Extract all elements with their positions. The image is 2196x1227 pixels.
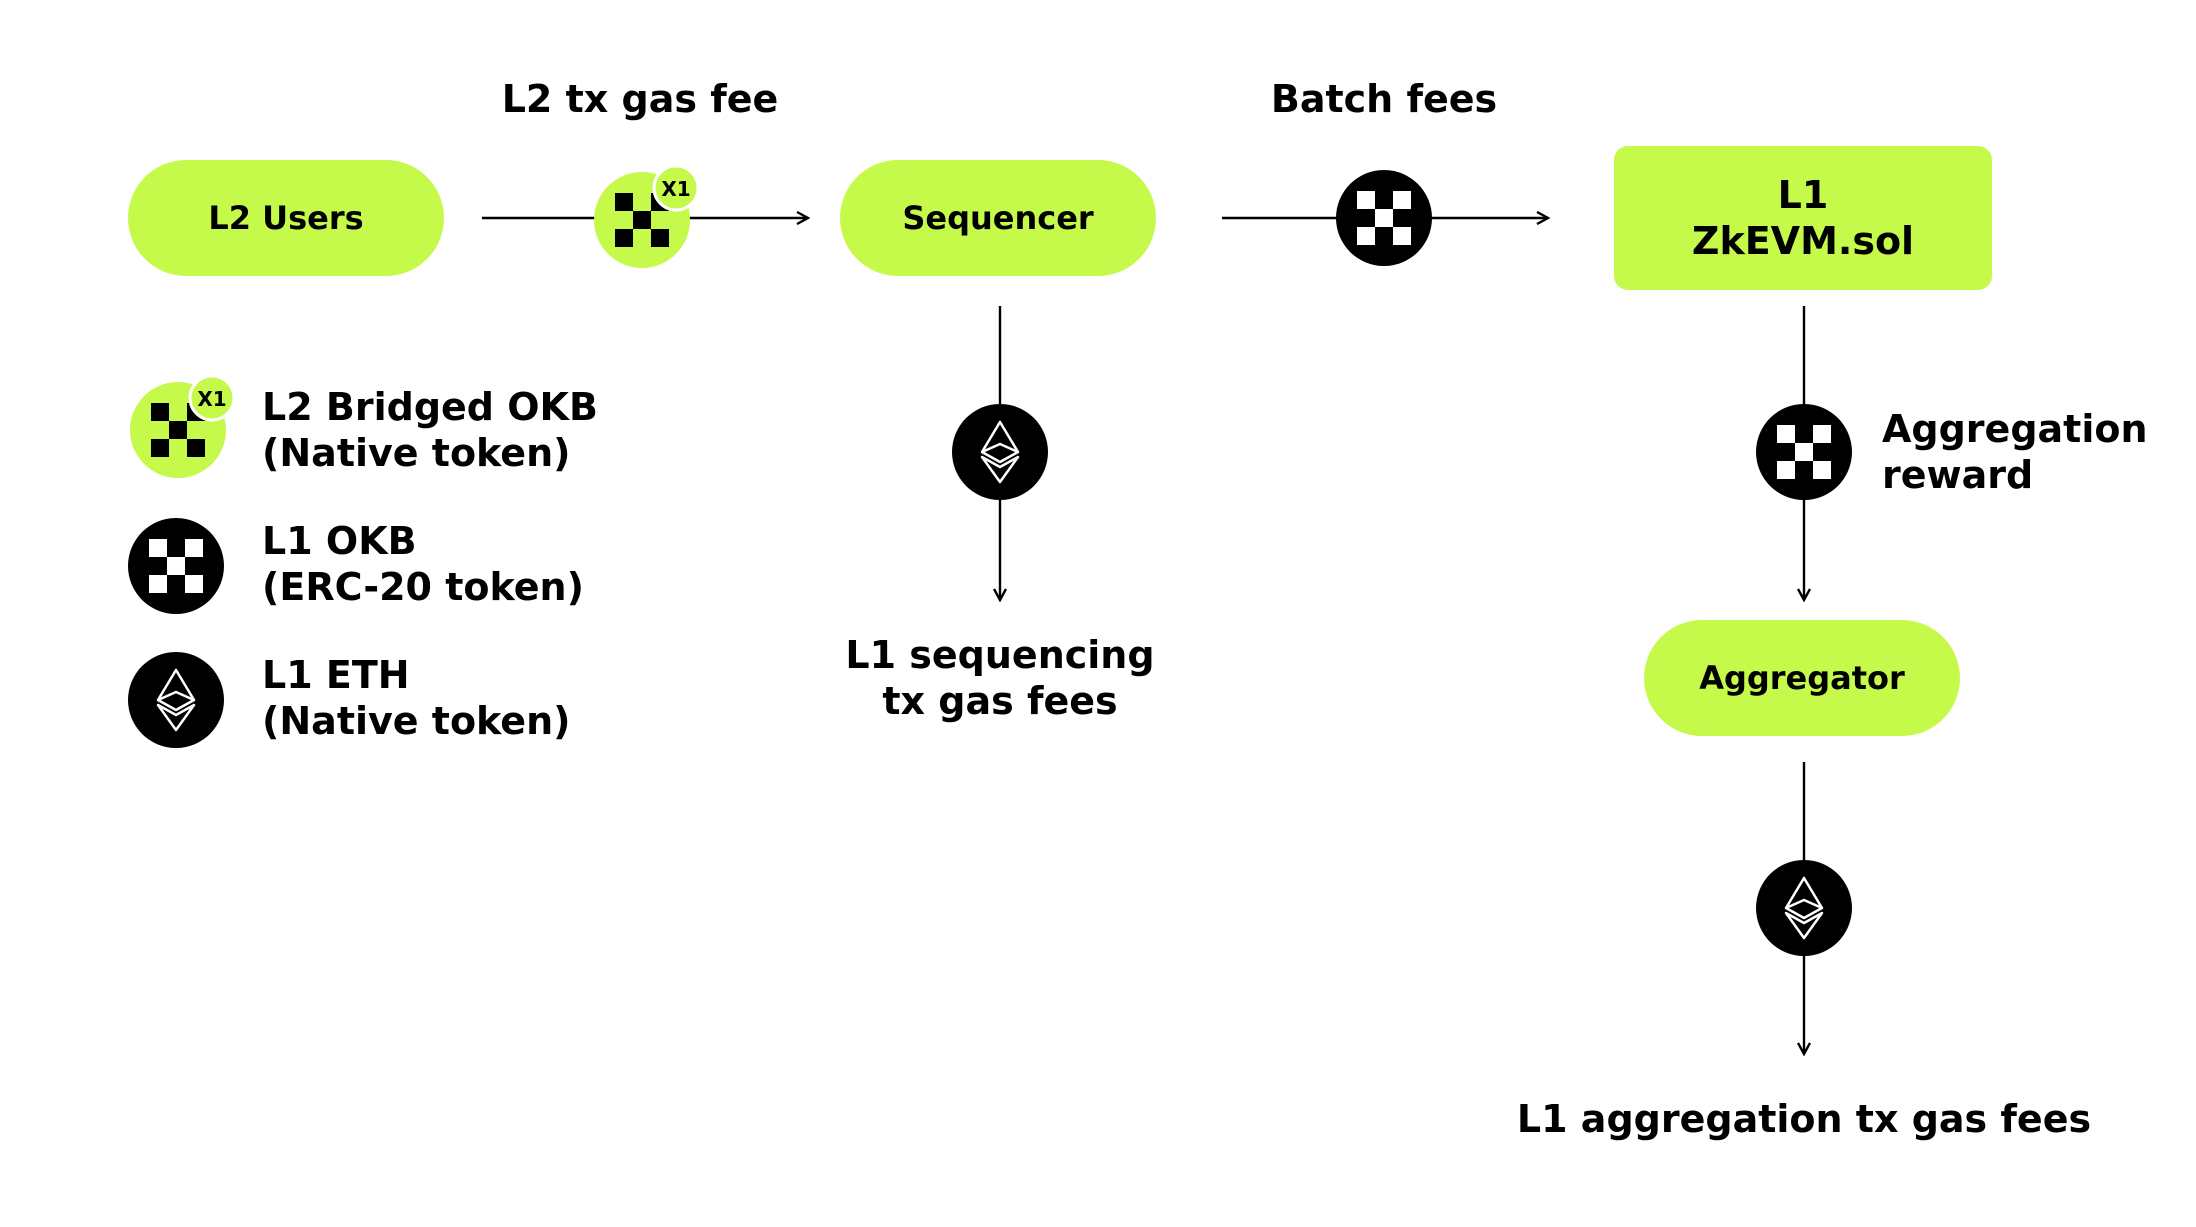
l1-sequencing-fees-label: L1 sequencing tx gas fees xyxy=(800,632,1200,724)
okb-icon xyxy=(1756,404,1852,500)
legend-l2-bridged-okb-line1: L2 Bridged OKB xyxy=(262,385,598,429)
legend-item-l1-eth: L1 ETH (Native token) xyxy=(262,652,571,744)
x1-okb-icon: X1 xyxy=(130,376,236,478)
l1-sequencing-line1: L1 sequencing xyxy=(845,633,1155,677)
zkevm-label-line1: L1 xyxy=(1777,173,1829,217)
l2-tx-gas-fee-label: L2 tx gas fee xyxy=(501,77,779,121)
aggregation-reward-line1: Aggregation xyxy=(1882,407,2148,451)
aggregation-reward-line2: reward xyxy=(1882,453,2034,497)
eth-icon xyxy=(952,404,1048,500)
legend-l1-okb-line1: L1 OKB xyxy=(262,519,417,563)
legend-l2-bridged-okb-line2: (Native token) xyxy=(262,431,571,475)
okb-icon xyxy=(1336,170,1432,266)
aggregator-label: Aggregator xyxy=(1699,659,1905,697)
aggregation-reward-label: Aggregation reward xyxy=(1882,406,2148,498)
x1-okb-icon: X1 xyxy=(594,166,700,268)
sequencer-label: Sequencer xyxy=(902,199,1094,237)
legend-l1-okb-line2: (ERC-20 token) xyxy=(262,565,584,609)
eth-icon xyxy=(128,652,224,748)
legend-l1-eth-line1: L1 ETH xyxy=(262,653,410,697)
x1-badge-text: X1 xyxy=(661,177,690,201)
l1-sequencing-line2: tx gas fees xyxy=(882,679,1118,723)
sequencer-node: Sequencer xyxy=(840,160,1156,276)
l2-users-label: L2 Users xyxy=(208,199,364,237)
l1-aggregation-fees-label: L1 aggregation tx gas fees xyxy=(1516,1097,2092,1141)
zkevm-node: L1 ZkEVM.sol xyxy=(1614,146,1992,290)
aggregator-node: Aggregator xyxy=(1644,620,1960,736)
legend-item-l1-okb: L1 OKB (ERC-20 token) xyxy=(262,518,584,610)
l2-users-node: L2 Users xyxy=(128,160,444,276)
okb-icon xyxy=(128,518,224,614)
x1-badge-text: X1 xyxy=(197,387,226,411)
zkevm-label-line2: ZkEVM.sol xyxy=(1691,219,1915,263)
legend-l1-eth-line2: (Native token) xyxy=(262,699,571,743)
legend-item-l2-bridged-okb: L2 Bridged OKB (Native token) xyxy=(262,384,598,476)
batch-fees-label: Batch fees xyxy=(1270,77,1498,121)
eth-icon xyxy=(1756,860,1852,956)
